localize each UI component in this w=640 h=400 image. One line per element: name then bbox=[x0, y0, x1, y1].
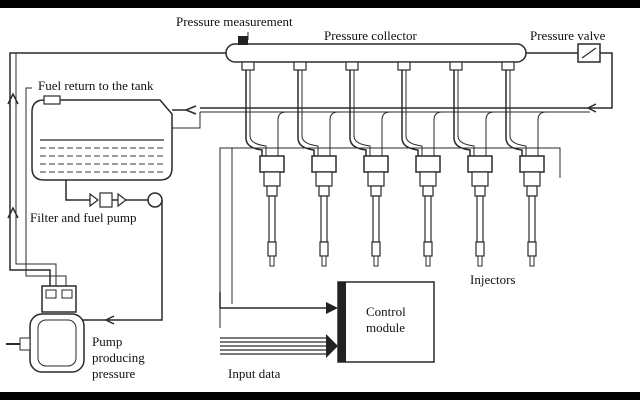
filter-and-pump bbox=[65, 180, 163, 325]
injector-head bbox=[415, 155, 441, 173]
injector-body bbox=[424, 195, 432, 243]
injector-nozzle-holder bbox=[527, 241, 537, 257]
label-input-data: Input data bbox=[228, 366, 281, 381]
high-pressure-line-inner bbox=[249, 70, 267, 158]
label-fuel-return: Fuel return to the tank bbox=[38, 78, 154, 93]
injectors-group bbox=[241, 61, 547, 267]
injector-nozzle-holder bbox=[371, 241, 381, 257]
label-pump-1: Pump bbox=[92, 334, 122, 349]
injector-return-pipe bbox=[381, 111, 391, 158]
injector-nozzle-holder bbox=[475, 241, 485, 257]
injector-collar bbox=[266, 185, 278, 197]
injector-nozzle bbox=[269, 255, 275, 267]
label-control-module-1: Control bbox=[366, 304, 406, 319]
label-filter-pump: Filter and fuel pump bbox=[30, 210, 137, 225]
injector-nozzle bbox=[373, 255, 379, 267]
label-pump-2: producing bbox=[92, 350, 145, 365]
label-pressure-measurement: Pressure measurement bbox=[176, 14, 293, 29]
rail-outlet bbox=[501, 61, 515, 71]
injector-body bbox=[528, 195, 536, 243]
pressure-valve bbox=[526, 43, 613, 113]
high-pressure-pump bbox=[6, 285, 85, 373]
rail-outlet bbox=[449, 61, 463, 71]
injector-collar bbox=[474, 185, 486, 197]
injector-nozzle-holder bbox=[319, 241, 329, 257]
high-pressure-line bbox=[349, 70, 367, 158]
injector-solenoid bbox=[523, 171, 541, 187]
high-pressure-line-inner bbox=[353, 70, 371, 158]
injector-return-pipe bbox=[485, 111, 495, 158]
input-data-lines bbox=[220, 337, 328, 355]
supply-line bbox=[7, 52, 226, 288]
injector-head bbox=[363, 155, 389, 173]
rail-outlet bbox=[345, 61, 359, 71]
label-pump-3: pressure bbox=[92, 366, 136, 381]
injector-head bbox=[259, 155, 285, 173]
rail-outlet bbox=[241, 61, 255, 71]
injector-head bbox=[467, 155, 493, 173]
injector-collar bbox=[318, 185, 330, 197]
label-control-module-2: module bbox=[366, 320, 405, 335]
injector-collar bbox=[422, 185, 434, 197]
injector-solenoid bbox=[263, 171, 281, 187]
high-pressure-line-inner bbox=[301, 70, 319, 158]
filter-icon bbox=[99, 192, 113, 208]
high-pressure-line-inner bbox=[457, 70, 475, 158]
high-pressure-line bbox=[453, 70, 471, 158]
high-pressure-line bbox=[245, 70, 263, 158]
rail-outlet bbox=[293, 61, 307, 71]
diagram-canvas: Pressure measurement Pressure collector … bbox=[0, 8, 640, 392]
injector-return-pipe bbox=[433, 111, 443, 158]
injector-solenoid bbox=[315, 171, 333, 187]
injector-solenoid bbox=[471, 171, 489, 187]
injector-solenoid bbox=[367, 171, 385, 187]
injector-head bbox=[311, 155, 337, 173]
injector-nozzle-holder bbox=[423, 241, 433, 257]
injector-return-pipe bbox=[329, 111, 339, 158]
injector-nozzle-holder bbox=[267, 241, 277, 257]
high-pressure-line-inner bbox=[509, 70, 527, 158]
injector-collar bbox=[526, 185, 538, 197]
injector-solenoid bbox=[419, 171, 437, 187]
injector-head bbox=[519, 155, 545, 173]
pressure-sensor bbox=[238, 36, 248, 45]
injector-body bbox=[476, 195, 484, 243]
high-pressure-line bbox=[297, 70, 315, 158]
fuel-system-diagram: Pressure measurement Pressure collector … bbox=[6, 14, 613, 381]
high-pressure-line-inner bbox=[405, 70, 423, 158]
injector-return-pipe bbox=[537, 111, 547, 158]
return-arrow bbox=[183, 105, 197, 115]
label-pressure-collector: Pressure collector bbox=[324, 28, 417, 43]
return-line bbox=[172, 105, 590, 115]
injector-collar bbox=[370, 185, 382, 197]
injector-nozzle bbox=[321, 255, 327, 267]
high-pressure-line bbox=[401, 70, 419, 158]
injector-nozzle bbox=[529, 255, 535, 267]
injector-nozzle bbox=[425, 255, 431, 267]
injector-body bbox=[372, 195, 380, 243]
injector-return-pipe bbox=[277, 111, 287, 158]
injector-body bbox=[268, 195, 276, 243]
injector-nozzle bbox=[477, 255, 483, 267]
injector-body bbox=[320, 195, 328, 243]
control-module bbox=[219, 147, 561, 363]
high-pressure-line bbox=[505, 70, 523, 158]
label-injectors: Injectors bbox=[470, 272, 515, 287]
fuel-tank bbox=[31, 95, 173, 181]
rail-outlet bbox=[397, 61, 411, 71]
label-pressure-valve: Pressure valve bbox=[530, 28, 606, 43]
fuel-pump-icon bbox=[147, 192, 163, 208]
